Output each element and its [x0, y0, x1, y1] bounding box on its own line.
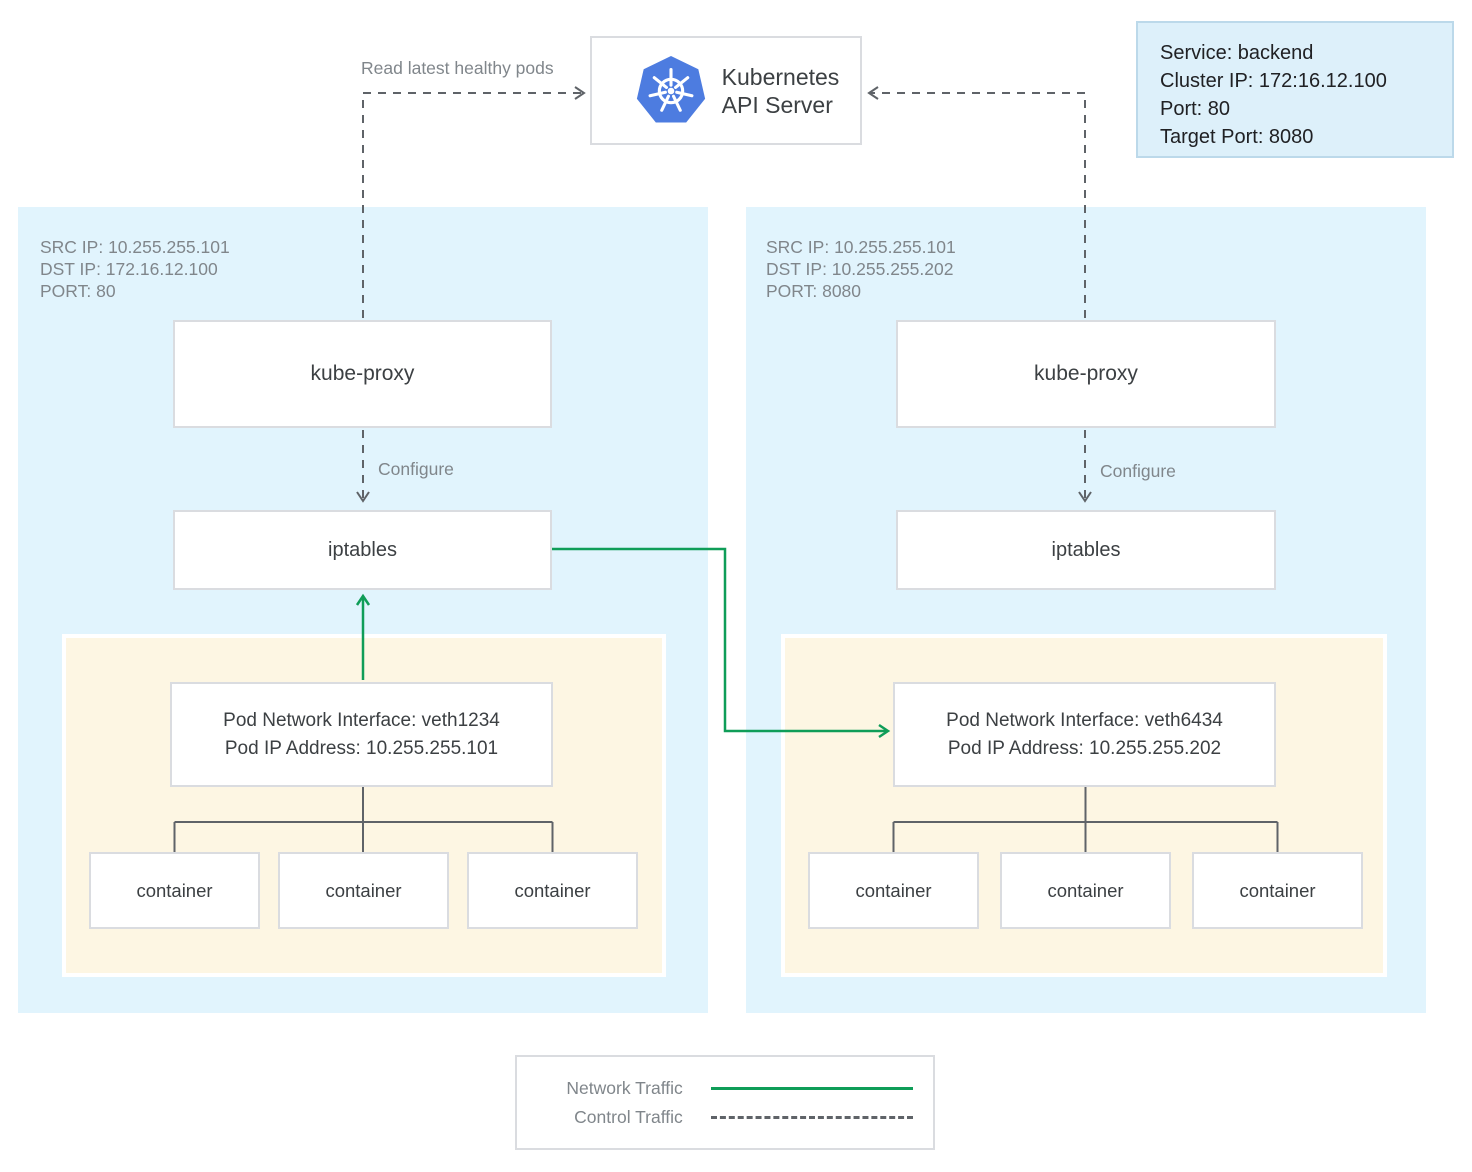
container-box: container: [1000, 852, 1171, 929]
pod-left-iface-line1: Pod Network Interface: veth1234: [223, 709, 500, 731]
kubernetes-logo-icon: [636, 55, 705, 122]
container-box: container: [808, 852, 979, 929]
service-target-port: Target Port: 8080: [1160, 126, 1314, 148]
legend-control-traffic-line: [710, 1115, 913, 1119]
container-box: container: [467, 852, 638, 929]
node-left-annotations: SRC IP: 10.255.255.101 DST IP: 172.16.12…: [40, 236, 230, 302]
node-right-annotations: SRC IP: 10.255.255.101 DST IP: 10.255.25…: [766, 236, 956, 302]
legend-network-traffic-label: Network Traffic: [566, 1077, 683, 1098]
service-cluster-ip: Cluster IP: 172:16.12.100: [1160, 70, 1387, 92]
pod-interface-box-right: Pod Network Interface: veth6434 Pod IP A…: [893, 682, 1276, 787]
api-server-box: Kubernetes API Server: [590, 36, 862, 145]
pod-right-iface-line2: Pod IP Address: 10.255.255.202: [947, 737, 1222, 759]
service-info-box: Service: backend Cluster IP: 172:16.12.1…: [1136, 21, 1454, 158]
legend-network-traffic-line: [710, 1086, 913, 1090]
node-right-dst-ip: DST IP: 10.255.255.202: [766, 259, 954, 279]
node-right-port: PORT: 8080: [766, 281, 862, 301]
configure-label-left: Configure: [378, 459, 454, 479]
pod-interface-box-left: Pod Network Interface: veth1234 Pod IP A…: [170, 682, 553, 787]
iptables-box-left: iptables: [173, 510, 552, 590]
read-healthy-pods-label: Read latest healthy pods: [361, 58, 554, 78]
node-left-port: PORT: 80: [40, 281, 116, 301]
legend-row-network-traffic: Network Traffic: [537, 1078, 913, 1099]
pod-left-iface-line2: Pod IP Address: 10.255.255.101: [224, 737, 499, 759]
node-left-dst-ip: DST IP: 172.16.12.100: [40, 259, 218, 279]
container-box: container: [278, 852, 449, 929]
container-box: container: [1192, 852, 1363, 929]
api-server-title-line1: Kubernetes: [721, 63, 840, 90]
node-left-src-ip: SRC IP: 10.255.255.101: [40, 237, 230, 257]
pod-right-iface-line1: Pod Network Interface: veth6434: [946, 709, 1223, 731]
node-right-src-ip: SRC IP: 10.255.255.101: [766, 237, 956, 257]
api-server-title-line2: API Server: [721, 91, 833, 118]
kube-proxy-box-right: kube-proxy: [896, 320, 1276, 428]
kube-proxy-box-left: kube-proxy: [173, 320, 552, 428]
iptables-box-right: iptables: [896, 510, 1276, 590]
legend-row-control-traffic: Control Traffic: [537, 1107, 913, 1128]
service-port: Port: 80: [1160, 98, 1231, 120]
legend-box: Network Traffic Control Traffic: [515, 1055, 935, 1150]
service-name: Service: backend: [1160, 42, 1314, 64]
legend-control-traffic-label: Control Traffic: [574, 1106, 683, 1127]
container-box: container: [89, 852, 260, 929]
configure-label-right: Configure: [1100, 461, 1176, 481]
